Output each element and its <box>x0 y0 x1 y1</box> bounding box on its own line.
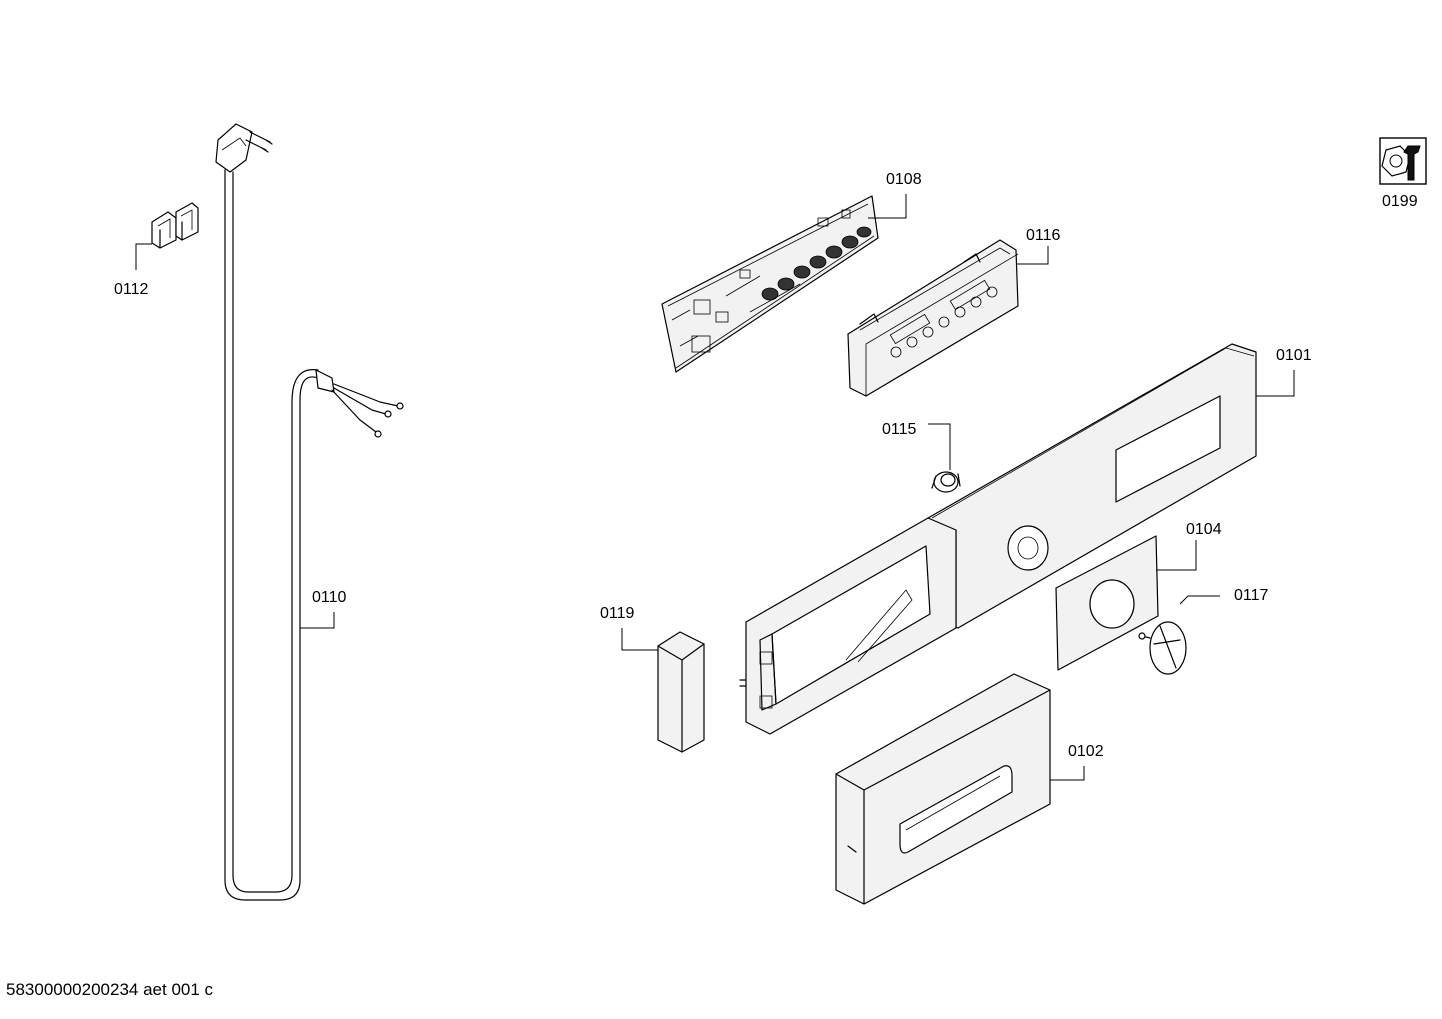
part-0101-control-panel <box>739 343 1257 735</box>
callout-0119: 0119 <box>600 605 635 622</box>
leader-0110 <box>300 612 335 629</box>
callout-0199: 0199 <box>1382 193 1418 210</box>
part-0117-selector-knob <box>1138 621 1187 675</box>
leader-0102 <box>1050 766 1085 781</box>
callout-0104: 0104 <box>1186 521 1222 538</box>
leader-0101 <box>1256 370 1295 397</box>
callout-0108: 0108 <box>886 171 922 188</box>
part-0104-selector-plate <box>1055 535 1159 671</box>
part-0112-cable-clip <box>151 202 199 249</box>
leader-0115 <box>928 423 951 470</box>
callout-0115: 0115 <box>882 421 917 438</box>
leader-0112 <box>135 243 152 270</box>
callout-0101: 0101 <box>1276 347 1312 364</box>
leader-0108 <box>868 194 907 219</box>
nut-and-wrench-icon <box>1379 137 1427 185</box>
leader-0116 <box>1016 246 1049 265</box>
part-0119-cover-cap <box>657 631 705 753</box>
callout-0116: 0116 <box>1026 227 1061 244</box>
part-0108-control-board <box>661 195 879 373</box>
callout-0110: 0110 <box>312 589 347 606</box>
callout-0117: 0117 <box>1234 587 1269 604</box>
leader-0104 <box>1156 540 1197 571</box>
callout-0112: 0112 <box>114 281 149 298</box>
callout-0102: 0102 <box>1068 743 1104 760</box>
leader-0119 <box>621 628 658 651</box>
document-id: 58300000200234 aet 001 c <box>6 980 214 999</box>
part-0116-button-carrier <box>847 239 1019 397</box>
part-0110-mains-cable <box>215 123 404 901</box>
leader-0117 <box>1179 595 1220 605</box>
part-0102-drawer-handle <box>835 673 1051 905</box>
part-0115-lens <box>931 471 961 493</box>
